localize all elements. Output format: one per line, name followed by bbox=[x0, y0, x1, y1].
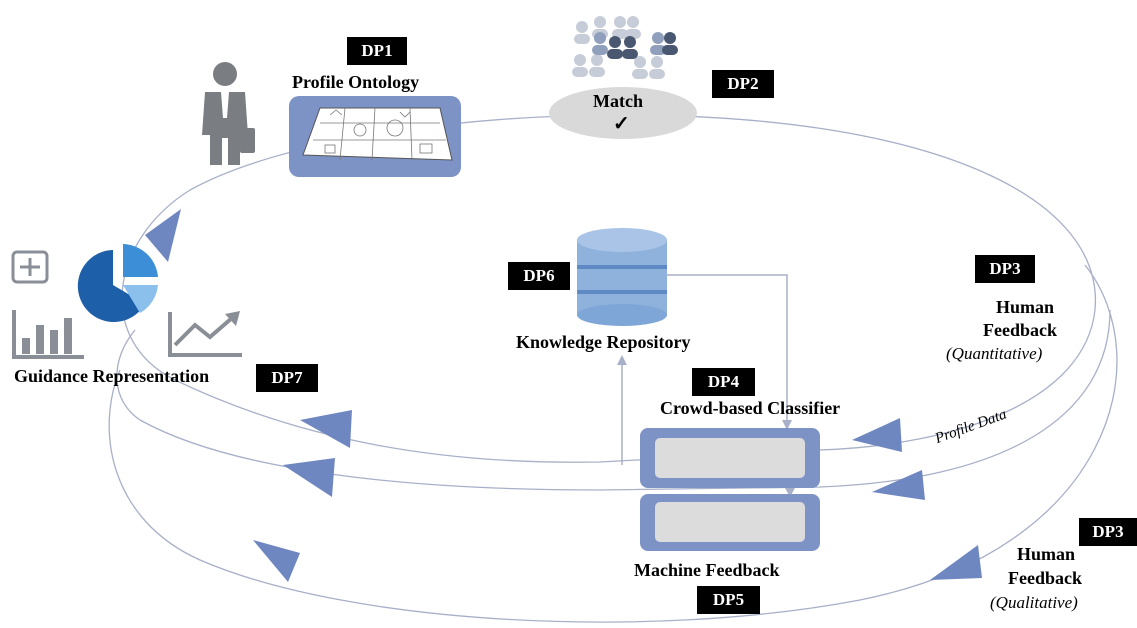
crowd-icon bbox=[572, 16, 678, 79]
checkmark-icon: ✓ bbox=[613, 113, 630, 135]
ring-inner bbox=[121, 114, 1097, 463]
repo-to-classifier-line bbox=[660, 274, 788, 425]
crowd-classifier-label: Crowd-based Classifier bbox=[660, 398, 841, 418]
arrow-middle-right bbox=[872, 470, 925, 500]
arrowhead-up bbox=[617, 355, 627, 365]
connectors bbox=[617, 274, 795, 498]
match-label: Match bbox=[593, 91, 643, 111]
trend-chart-icon bbox=[168, 311, 242, 357]
bar-chart-icon bbox=[12, 310, 84, 359]
badge-dp4: DP4 bbox=[692, 368, 755, 396]
database-icon bbox=[577, 228, 667, 326]
human-feedback-quant-line3: (Quantitative) bbox=[946, 344, 1043, 363]
human-feedback-qual-line3: (Qualitative) bbox=[990, 593, 1078, 612]
plus-box-icon bbox=[11, 250, 49, 284]
machine-feedback-box bbox=[640, 494, 820, 551]
ring-middle bbox=[116, 309, 1111, 491]
human-feedback-quant-line2: Feedback bbox=[983, 320, 1057, 340]
machine-feedback-label: Machine Feedback bbox=[634, 560, 780, 580]
knowledge-repository-label: Knowledge Repository bbox=[516, 332, 691, 352]
flow-arrows bbox=[145, 209, 982, 582]
sketch-icon bbox=[302, 107, 453, 161]
arrow-outer-right bbox=[930, 545, 982, 580]
crowd-classifier-box bbox=[640, 428, 820, 488]
match-ellipse bbox=[549, 87, 697, 139]
human-feedback-qual-line2: Feedback bbox=[1008, 568, 1082, 588]
arrow-outer-left bbox=[253, 540, 300, 582]
arrowhead-down bbox=[782, 420, 792, 430]
pie-chart-icon bbox=[77, 244, 158, 322]
human-feedback-qual-line1: Human bbox=[1016, 544, 1076, 564]
cycle-rings bbox=[108, 114, 1118, 623]
arrowhead-down-2 bbox=[785, 488, 795, 497]
ring-outer bbox=[108, 264, 1118, 623]
arrow-middle-left bbox=[283, 458, 335, 497]
businessman-icon bbox=[202, 62, 255, 165]
badge-dp3-quantitative: DP3 bbox=[975, 255, 1035, 283]
arrow-to-profile bbox=[145, 209, 181, 262]
badge-dp7: DP7 bbox=[256, 364, 318, 392]
badge-dp3-qualitative: DP3 bbox=[1079, 518, 1137, 546]
guidance-representation-label: Guidance Representation bbox=[14, 366, 210, 386]
profile-ontology-box bbox=[289, 96, 461, 177]
human-feedback-quant-line1: Human bbox=[995, 297, 1055, 317]
arrow-inner-right bbox=[852, 418, 902, 452]
profile-ontology-label: Profile Ontology bbox=[292, 72, 420, 92]
badge-dp2: DP2 bbox=[712, 70, 774, 98]
arrow-inner-left bbox=[300, 410, 352, 448]
badge-dp6: DP6 bbox=[508, 262, 570, 290]
badge-dp1: DP1 bbox=[347, 37, 407, 65]
badge-dp5: DP5 bbox=[697, 586, 760, 614]
